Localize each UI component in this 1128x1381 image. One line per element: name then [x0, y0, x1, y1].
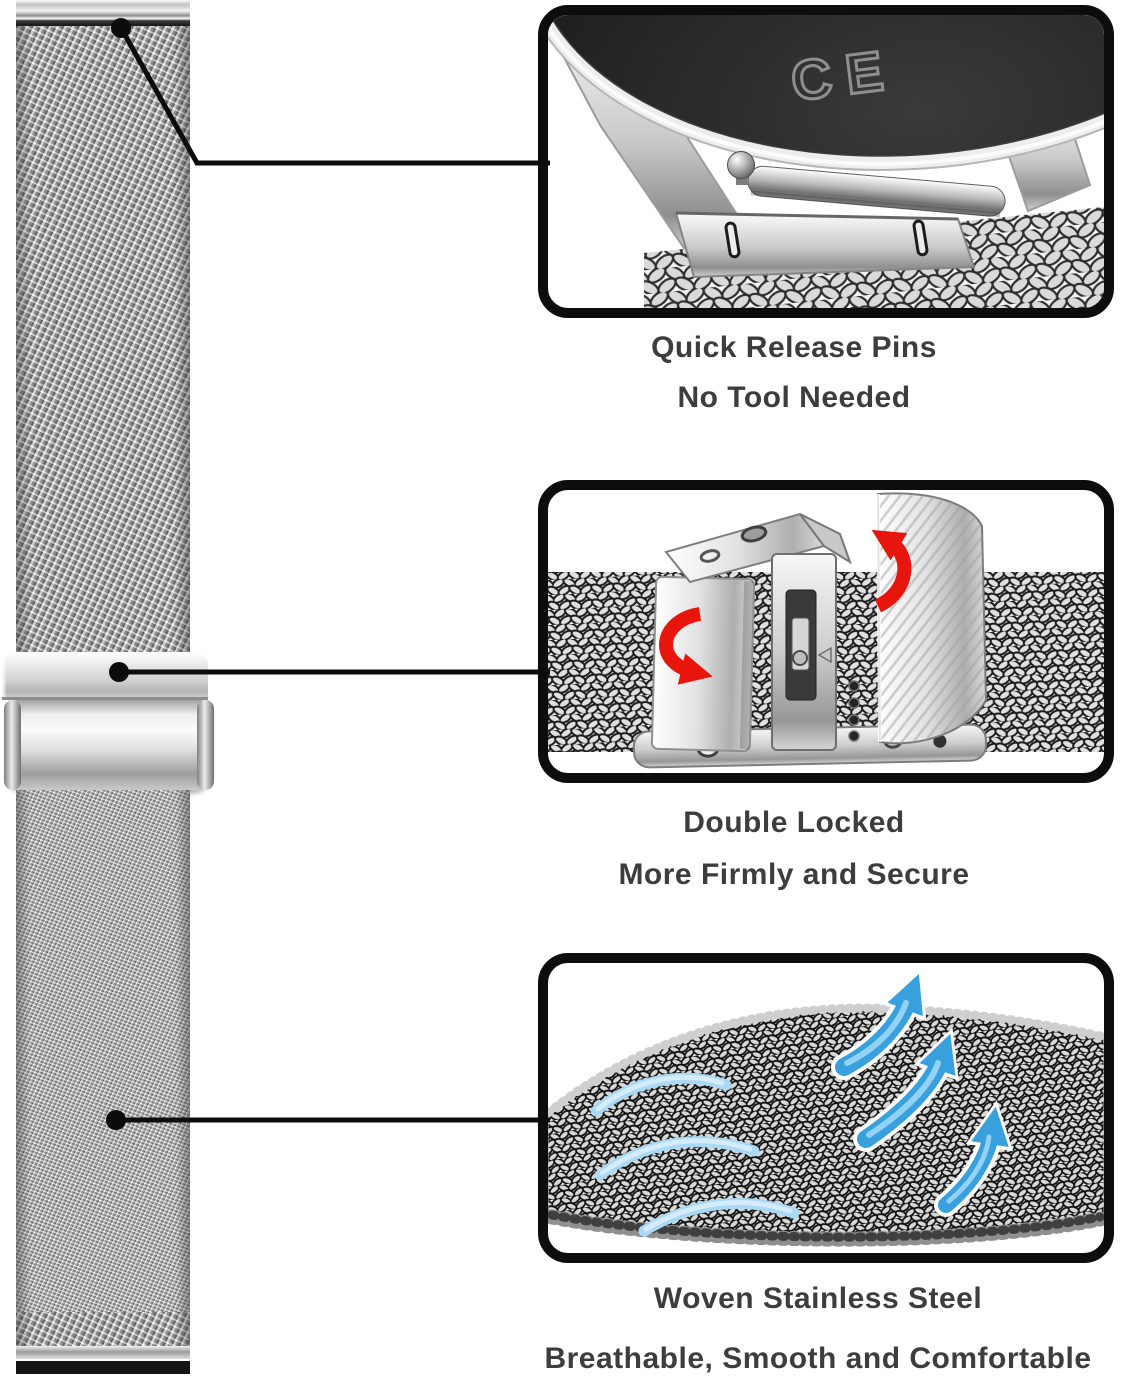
clip-hole-2	[699, 549, 721, 563]
clasp-buckle	[4, 700, 214, 790]
clasp-hook	[799, 513, 852, 565]
slide-arrow-icon	[817, 646, 832, 664]
caption-quick-release: Quick Release Pins No Tool Needed	[455, 329, 1128, 417]
caption-double-locked: Double Locked More Firmly and Secure	[455, 804, 1128, 894]
clip-hole	[740, 525, 768, 543]
release-slot-left	[724, 221, 741, 259]
band-mesh-tail	[16, 1312, 190, 1346]
quick-release-pin-bar	[747, 165, 1006, 218]
rotate-arrow-left-icon	[659, 607, 713, 685]
breathable-mesh-illustration	[548, 967, 1104, 1247]
caption-title: Double Locked	[683, 806, 905, 839]
mesh-bottom-coils-dark	[548, 1210, 1104, 1242]
caption-title: Quick Release Pins	[651, 331, 937, 364]
band-end-bar-top	[16, 0, 190, 26]
caption-woven-steel: Woven Stainless Steel Breathable, Smooth…	[478, 1280, 1128, 1378]
rotate-arrow-right-icon	[871, 529, 912, 613]
panel-double-locked	[538, 480, 1114, 783]
mesh-top-coils	[548, 1003, 1104, 1118]
flap-adjust-holes	[848, 680, 860, 742]
caption-subtitle: Breathable, Smooth and Comfortable	[544, 1342, 1092, 1375]
clasp-flap	[876, 492, 988, 745]
panel-woven-steel	[538, 953, 1114, 1263]
release-slot-right	[912, 219, 929, 257]
double-lock-illustration	[548, 492, 1104, 769]
airflow-swoosh-icons	[590, 1072, 800, 1237]
clasp-top-plate	[2, 652, 208, 700]
caption-subtitle: More Firmly and Secure	[618, 858, 970, 891]
pin-ball-knob	[727, 151, 755, 179]
clasp-slider	[771, 553, 837, 751]
airflow-arrow-icons	[831, 967, 1014, 1217]
woven-mesh-sheet	[548, 1007, 1104, 1244]
band-mesh-lower	[16, 790, 190, 1312]
caption-title: Woven Stainless Steel	[653, 1282, 983, 1315]
band-end-bar-bottom	[16, 1346, 190, 1359]
band-mesh-upper	[16, 26, 190, 652]
plate-edge	[675, 211, 959, 221]
panel-quick-release-pins: CE	[538, 5, 1114, 318]
ce-engraving: CE	[788, 37, 901, 112]
watch-caseback	[548, 15, 1104, 171]
watch-band	[2, 0, 214, 1376]
band-end-black-bar	[16, 1361, 190, 1374]
quick-release-illustration: CE	[548, 15, 1104, 308]
caption-subtitle: No Tool Needed	[677, 381, 911, 414]
strap-end-plate	[674, 211, 976, 279]
